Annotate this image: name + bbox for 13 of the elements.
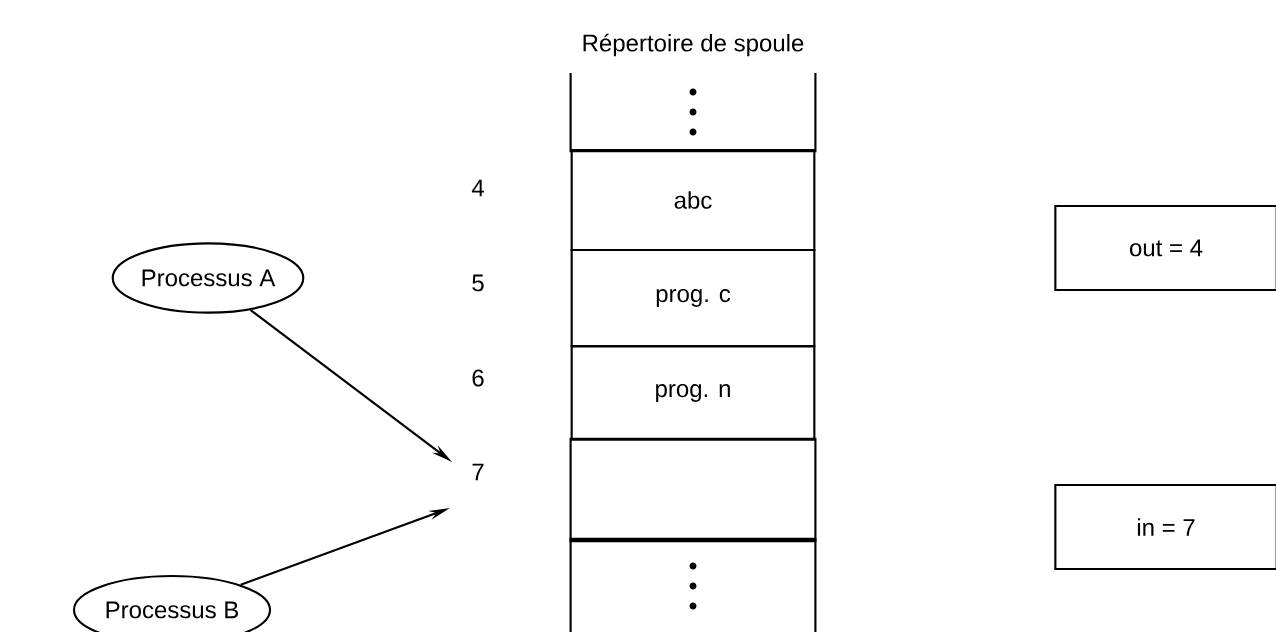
spool-slot: prog. n <box>570 345 816 441</box>
slot-number: 7 <box>472 463 484 481</box>
spool-slot <box>569 72 817 153</box>
spool-slot: prog. c <box>570 248 816 348</box>
title: Répertoire de spoule <box>583 33 804 57</box>
variable-box: in = 7 <box>1054 483 1276 571</box>
slot-number: 5 <box>472 274 484 292</box>
slot-number: 6 <box>472 369 484 387</box>
spool-slot <box>569 537 817 632</box>
spool-slot <box>569 437 817 543</box>
spool-slot: abc <box>570 148 816 252</box>
variable-box: out = 4 <box>1054 204 1276 292</box>
slot-number: 4 <box>471 179 484 197</box>
